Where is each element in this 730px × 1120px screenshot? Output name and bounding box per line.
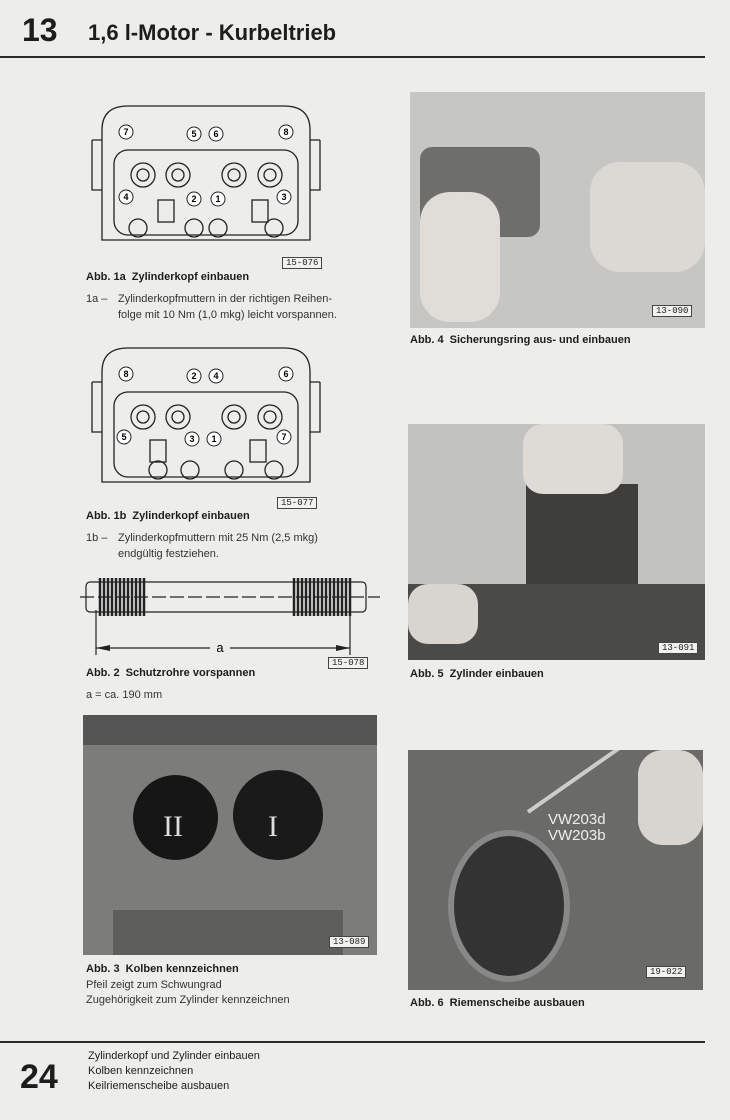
figure-label: Abb. 6 — [410, 997, 444, 1009]
footer-topics: Zylinderkopf und Zylinder einbauen Kolbe… — [88, 1049, 260, 1094]
nut-number: 8 — [283, 127, 288, 137]
tool-labels: VW203d VW203b — [548, 812, 606, 844]
figure-code: 15-078 — [328, 657, 369, 669]
figure-label: Abb. 2 — [86, 667, 120, 679]
figure-notes: Pfeil zeigt zum Schwungrad Zugehörigkeit… — [86, 978, 290, 1008]
footer-rule — [0, 1041, 705, 1043]
note-line: Pfeil zeigt zum Schwungrad — [86, 979, 222, 991]
nut-number: 1 — [215, 194, 220, 204]
nut-number: 7 — [123, 127, 128, 137]
chapter-number: 13 — [22, 12, 58, 48]
figure-caption: Abb. 1b Zylinderkopf einbauen — [86, 510, 256, 522]
figure-label: Abb. 1b — [86, 510, 127, 522]
tool-label: VW203d — [548, 811, 606, 828]
step-id: 1a – — [86, 293, 108, 305]
photo-piston-marking: II I 13-089 — [83, 715, 377, 955]
figure-caption: Abb. 4 Sicherungsring aus- und einbauen — [410, 334, 637, 346]
cylinder-mark: II — [163, 810, 183, 843]
nut-number: 6 — [283, 369, 288, 379]
footer-topic: Kolben kennzeichnen — [88, 1065, 194, 1077]
nut-number: 6 — [213, 129, 218, 139]
figure-code: 13-090 — [652, 305, 693, 317]
figure-label: Abb. 3 — [86, 963, 120, 975]
figure-label: Abb. 4 — [410, 334, 444, 346]
dimension-note: a = ca. 190 mm — [86, 689, 163, 701]
footer-topic: Keilriemenscheibe ausbauen — [88, 1080, 230, 1092]
dimension-label: a — [216, 640, 224, 655]
caption-text: Sicherungsring aus- und einbauen — [449, 334, 631, 346]
page-number: 24 — [20, 1058, 58, 1096]
step-id: 1b – — [86, 532, 108, 544]
caption-text: Zylinder einbauen — [449, 668, 544, 680]
step-line: endgültig festziehen. — [118, 548, 219, 560]
nut-number: 3 — [189, 434, 194, 444]
figure-label: Abb. 5 — [410, 668, 444, 680]
figure-code: 19-022 — [646, 966, 687, 978]
caption-text: Schutzrohre vorspannen — [125, 667, 256, 679]
caption-text: Zylinderkopf einbauen — [132, 510, 250, 522]
cylinder-mark: I — [268, 810, 278, 843]
nut-number: 5 — [121, 432, 126, 442]
tool-label: VW203b — [548, 827, 606, 844]
figure-code: 15-077 — [277, 497, 318, 509]
photo-cylinder-install: 13-091 — [408, 424, 705, 660]
step-line: Zylinderkopfmuttern mit 25 Nm (2,5 mkg) — [118, 532, 318, 544]
caption-text: Kolben kennzeichnen — [125, 963, 239, 975]
nut-number: 2 — [191, 194, 196, 204]
nut-number: 1 — [211, 434, 216, 444]
cylinder-head-diagram-1b: 8 2 4 6 5 3 1 7 — [91, 347, 321, 483]
nut-number: 5 — [191, 129, 196, 139]
protective-tube-diagram: a — [80, 578, 380, 655]
caption-text: Zylinderkopf einbauen — [131, 271, 250, 283]
cylinder-head-diagram-1a: 7 5 6 8 4 2 1 3 — [91, 105, 321, 241]
photo-circlip: 13-090 — [410, 92, 705, 328]
note-line: Zugehörigkeit zum Zylinder kennzeichnen — [86, 994, 290, 1006]
nut-number: 4 — [123, 192, 128, 202]
figure-code: 15-076 — [282, 257, 323, 269]
figure-code: 13-089 — [329, 936, 370, 948]
nut-number: 8 — [123, 369, 128, 379]
step-text: Zylinderkopfmuttern in der richtigen Rei… — [118, 291, 337, 323]
step-text: Zylinderkopfmuttern mit 25 Nm (2,5 mkg) … — [118, 530, 318, 562]
step-line: folge mit 10 Nm (1,0 mkg) leicht vorspan… — [118, 309, 337, 321]
nut-number: 3 — [281, 192, 286, 202]
figure-caption: Abb. 3 Kolben kennzeichnen — [86, 963, 245, 975]
photo-pulley-removal: VW203d VW203b 19-022 — [408, 750, 703, 990]
header-rule — [0, 56, 705, 58]
page-title: 1,6 l-Motor - Kurbeltrieb — [88, 20, 337, 45]
figure-caption: Abb. 5 Zylinder einbauen — [410, 668, 550, 680]
figure-caption: Abb. 1a Zylinderkopf einbauen — [86, 271, 255, 283]
caption-text: Riemenscheibe ausbauen — [449, 997, 585, 1009]
figure-caption: Abb. 6 Riemenscheibe ausbauen — [410, 997, 591, 1009]
step-line: Zylinderkopfmuttern in der richtigen Rei… — [118, 293, 332, 305]
figure-code: 13-091 — [658, 642, 699, 654]
figure-label: Abb. 1a — [86, 271, 126, 283]
figure-caption: Abb. 2 Schutzrohre vorspannen — [86, 667, 261, 679]
nut-number: 2 — [191, 371, 196, 381]
nut-number: 4 — [213, 371, 218, 381]
footer-topic: Zylinderkopf und Zylinder einbauen — [88, 1050, 260, 1062]
nut-number: 7 — [281, 432, 286, 442]
